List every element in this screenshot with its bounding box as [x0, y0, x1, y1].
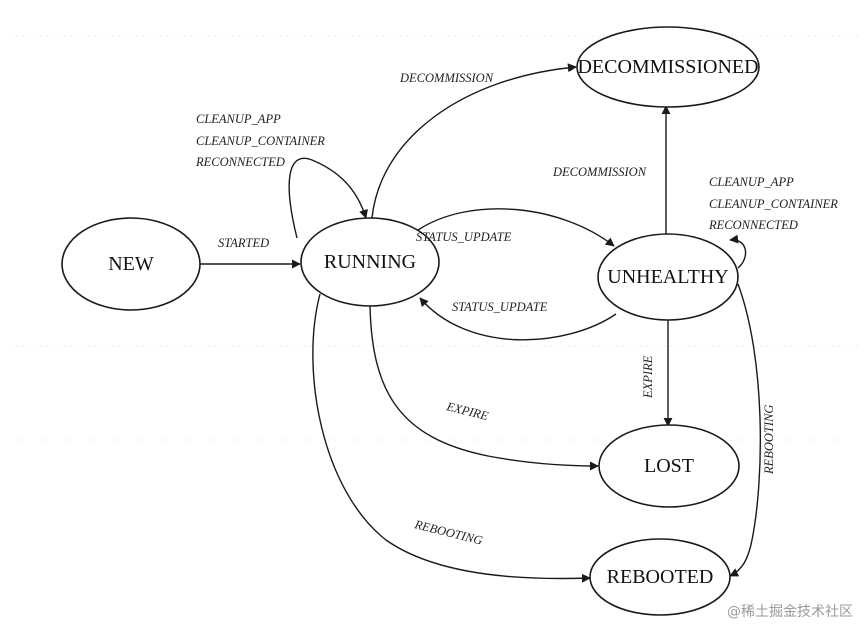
state-running: RUNNING	[300, 217, 440, 307]
label-unhealthy-loop-cleanup-container: CLEANUP_CONTAINER	[709, 197, 838, 211]
edge-unhealthy-self-loop	[729, 234, 747, 269]
transition-labels: STARTED DECOMMISSION CLEANUP_APP CLEANUP…	[195, 71, 838, 548]
state-unhealthy-label: UNHEALTHY	[607, 266, 728, 288]
label-unhealthy-loop-reconnected: RECONNECTED	[708, 218, 798, 232]
label-running-loop-cleanup-container: CLEANUP_CONTAINER	[196, 134, 325, 148]
label-running-loop-reconnected: RECONNECTED	[195, 155, 285, 169]
state-decommissioned: DECOMMISSIONED	[576, 26, 760, 108]
label-started: STARTED	[218, 236, 269, 250]
state-rebooted-label: REBOOTED	[607, 566, 714, 588]
label-unhealthy-rebooting: REBOOTING	[762, 405, 776, 475]
state-new-label: NEW	[108, 253, 154, 275]
state-rebooted: REBOOTED	[589, 538, 731, 616]
watermark: @稀土掘金技术社区	[727, 604, 853, 620]
edge-unhealthy-to-rebooted	[729, 283, 762, 577]
state-lost: LOST	[598, 424, 740, 508]
state-lost-label: LOST	[644, 455, 694, 477]
label-running-decommission: DECOMMISSION	[399, 71, 494, 85]
label-running-to-unhealthy: STATUS_UPDATE	[416, 230, 512, 244]
label-unhealthy-decommission: DECOMMISSION	[552, 165, 647, 179]
state-running-label: RUNNING	[324, 251, 416, 273]
label-running-loop-cleanup-app: CLEANUP_APP	[196, 112, 281, 126]
edge-running-self-loop	[288, 157, 368, 239]
state-decommissioned-label: DECOMMISSIONED	[577, 56, 758, 78]
label-running-expire: EXPIRE	[444, 399, 490, 423]
state-new: NEW	[61, 217, 201, 311]
transitions	[200, 63, 762, 583]
label-unhealthy-loop-cleanup-app: CLEANUP_APP	[709, 175, 794, 189]
state-unhealthy: UNHEALTHY	[597, 233, 739, 321]
edge-unhealthy-to-running	[419, 297, 617, 341]
edge-running-to-rebooted	[312, 293, 591, 583]
edge-running-to-unhealthy	[417, 208, 615, 247]
label-unhealthy-expire: EXPIRE	[641, 355, 655, 399]
label-running-rebooting: REBOOTING	[412, 517, 484, 548]
label-unhealthy-to-running: STATUS_UPDATE	[452, 300, 548, 314]
edge-running-to-decommissioned	[371, 63, 577, 219]
edge-running-to-lost	[369, 305, 599, 471]
states: NEW RUNNING DECOMMISSIONED UNHEALTHY LOS…	[61, 26, 760, 616]
